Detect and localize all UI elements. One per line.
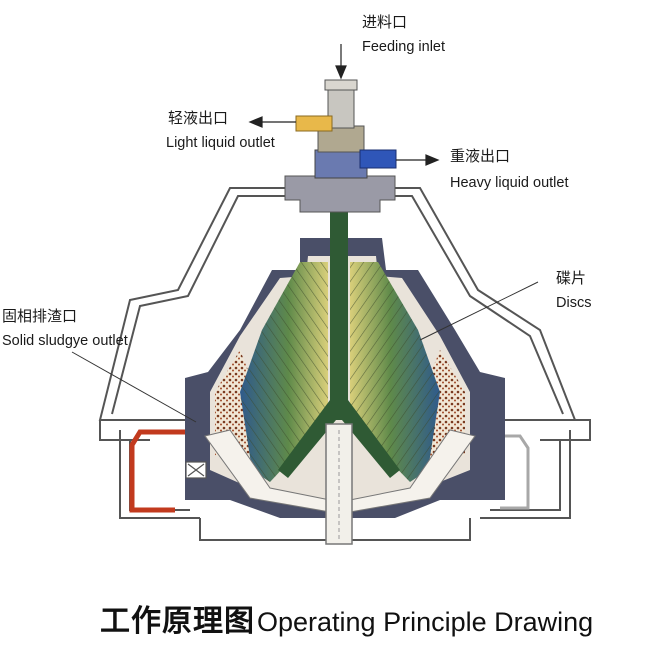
caption-en: Operating Principle Drawing: [257, 607, 594, 637]
caption-zh: 工作原理图: [100, 604, 255, 639]
feeding-inlet-label-en: Feeding inlet: [362, 39, 446, 55]
light-liquid-pipe: [295, 115, 333, 132]
centripetal-pump-housing: [314, 149, 368, 179]
flow-arrows: [248, 44, 440, 166]
heavy-liquid-pipe: [359, 149, 397, 169]
top-cap: [284, 175, 396, 213]
feeding-inlet-label-zh: 进料口: [362, 13, 408, 31]
solid-sludge-outlet-label-en: Solid sludgye outlet: [2, 333, 128, 349]
discs-label-en: Discs: [556, 295, 592, 311]
light-liquid-outlet-label-zh: 轻液出口: [168, 109, 229, 127]
leader-lines: [71, 281, 539, 423]
spindle: [325, 423, 353, 545]
sludge-drain-line: [129, 429, 190, 513]
light-liquid-outlet-label-en: Light liquid outlet: [166, 135, 275, 151]
heavy-liquid-outlet-label-en: Heavy liquid outlet: [450, 175, 569, 191]
solid-sludge-outlet-label-zh: 固相排渣口: [2, 307, 78, 325]
diagram-caption: 工作原理图Operating Principle Drawing: [100, 596, 593, 640]
distributor: [278, 90, 400, 478]
discs-label-zh: 碟片: [556, 269, 587, 287]
sludge-drain-line-right: [480, 434, 530, 510]
heavy-liquid-outlet-label-zh: 重液出口: [450, 147, 511, 165]
